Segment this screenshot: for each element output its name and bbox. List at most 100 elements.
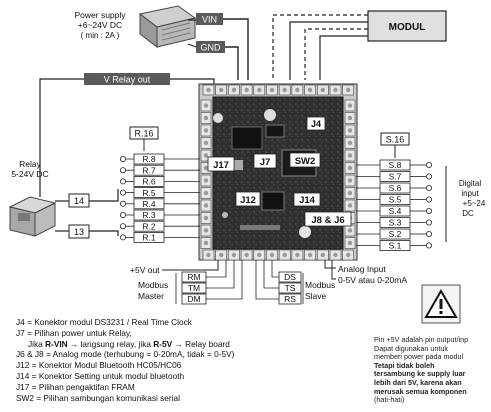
terminal-screw <box>203 228 209 233</box>
plus5v-out-label: +5V out <box>130 265 160 275</box>
terminal-screw <box>346 252 351 258</box>
power-supply-unit <box>138 5 197 49</box>
terminal-screw <box>347 115 353 121</box>
terminal-screw <box>244 87 249 93</box>
relay-pin-dot <box>120 234 127 241</box>
master-pin-label: DM <box>187 294 200 304</box>
switch-pin-label: S.1 <box>389 241 402 251</box>
terminal-screw <box>347 228 353 233</box>
terminal-screw <box>295 87 300 93</box>
switch-pin-dot <box>425 184 432 191</box>
warning-text: Pin +5V adalah pin output/inp Dapat digu… <box>374 335 469 405</box>
terminal-block-left <box>200 99 212 249</box>
switch-pin-list: S.8S.7S.6S.5S.4S.3S.2S.1 <box>356 159 447 251</box>
relay-pin-label: R.3 <box>142 210 156 220</box>
terminal-screw <box>347 203 353 208</box>
switch-pin-label: S.8 <box>389 160 402 170</box>
svg-text:J17: J17 <box>213 160 229 171</box>
digital-input-label-1: Digital <box>459 179 481 188</box>
digital-input-label-4: DC <box>462 209 474 218</box>
terminal-screw <box>307 252 313 258</box>
power-supply-label-1: Power supply <box>74 10 126 20</box>
relay-pin-14: 14 <box>74 196 84 206</box>
svg-text:J14: J14 <box>299 195 316 206</box>
relay-pin-dot <box>120 200 127 207</box>
terminal-screw <box>203 128 209 133</box>
terminal-screw <box>257 87 262 93</box>
switch-pin-label: S.3 <box>389 218 402 228</box>
terminal-screw <box>219 87 224 93</box>
label-j4: J4 <box>306 116 326 131</box>
slave-pin-label: RS <box>284 294 296 304</box>
terminal-screw <box>307 87 313 93</box>
master-pin-label: RM <box>187 272 200 282</box>
terminal-screw <box>269 87 275 93</box>
relay-label-2: 5-24V DC <box>11 169 48 179</box>
relay-label-1: Relay <box>19 159 41 169</box>
terminal-screw <box>206 252 211 258</box>
relay-pin-dot <box>120 178 127 185</box>
svg-text:J12: J12 <box>240 195 256 206</box>
note-j6-j8: J6 & J8 = Analog mode (terhubung = 0-20m… <box>16 349 235 360</box>
gnd-label-box <box>196 41 225 53</box>
gnd-label: GND <box>201 43 222 53</box>
terminal-screw <box>269 252 275 258</box>
relay-pin-label: R.7 <box>142 165 156 175</box>
analog-input-label-2: 0-5V atau 0-20mA <box>338 275 407 285</box>
terminal-block-top <box>202 84 355 96</box>
terminal-screw <box>203 115 209 121</box>
modbus-master-label-2: Master <box>138 291 164 301</box>
terminal-screw <box>347 103 353 108</box>
switch-pin-label: S.6 <box>389 183 402 193</box>
switch-pin-dot <box>425 219 432 226</box>
note-j4: J4 = Konektor modul DS3231 / Real Time C… <box>16 317 192 327</box>
switch-pin-label: S.2 <box>389 229 402 239</box>
switch-pin-dot <box>425 173 432 180</box>
switch-pin-dot <box>425 230 432 237</box>
terminal-screw <box>203 103 209 108</box>
note-j17: J17 = Pilihan pengaktifan FRAM <box>16 381 135 392</box>
modbus-slave-label-1: Modbus <box>305 280 335 290</box>
switch-pin-dot <box>425 207 432 214</box>
terminal-screw <box>203 240 209 246</box>
svg-text:J8 & J6: J8 & J6 <box>311 215 344 226</box>
modul-wires <box>272 14 368 80</box>
terminal-screw <box>347 153 353 158</box>
power-supply-label-3: ( min : 2A ) <box>81 31 120 40</box>
terminal-screw <box>203 178 209 183</box>
power-supply-label-2: +6~24V DC <box>78 20 122 30</box>
relay-out-wire <box>39 78 84 160</box>
relay-pin-dot <box>120 189 127 196</box>
label-j14: J14 <box>293 192 321 207</box>
label-j8-j6: J8 & J6 <box>304 211 352 227</box>
warning-icon <box>421 284 461 324</box>
notes-block: J4 = Konektor modul DS3231 / Real Time C… <box>16 317 346 403</box>
terminal-screw <box>282 252 287 258</box>
terminal-screw <box>219 252 224 258</box>
terminal-screw <box>295 252 300 258</box>
relay-pin-label: R.5 <box>142 188 156 198</box>
terminal-screw <box>333 87 338 93</box>
terminal-screw <box>244 252 249 258</box>
relay-device <box>8 196 57 237</box>
terminal-screw <box>203 203 209 208</box>
relay-out-label-box <box>84 73 170 85</box>
digital-input-label-3: +5~24 <box>463 199 486 208</box>
terminal-screw <box>333 252 338 258</box>
relay-pin-label: R.6 <box>142 177 156 187</box>
label-j17: J17 <box>207 156 235 172</box>
terminal-screw <box>320 87 325 93</box>
terminal-block-bottom <box>202 249 355 261</box>
switch-pin-dot <box>425 196 432 203</box>
switch-pin-label: S.7 <box>389 172 402 182</box>
terminal-screw <box>203 153 209 158</box>
relay-pin-dot <box>120 155 127 162</box>
terminal-screw <box>347 178 353 183</box>
terminal-screw <box>347 140 353 146</box>
svg-text:SW2: SW2 <box>295 156 316 167</box>
terminal-screw <box>231 87 237 93</box>
note-j7-detail: Jika R-VIN → langsung relay, jika R-5V →… <box>28 338 230 349</box>
